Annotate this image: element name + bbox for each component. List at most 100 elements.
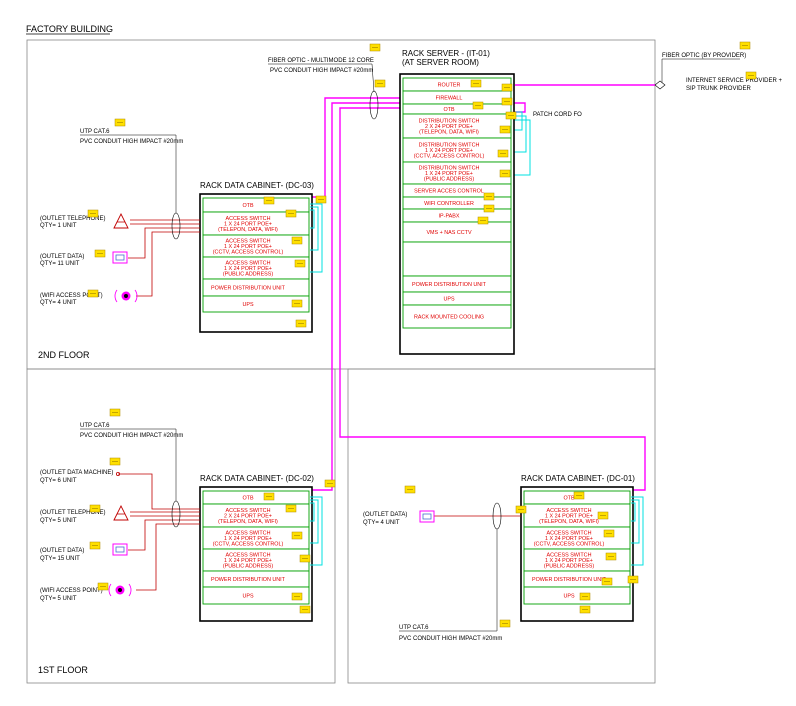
note-marker-icon (404, 485, 416, 494)
note-marker-icon (89, 504, 101, 513)
rack-row-label: ACCESS SWITCH (226, 530, 271, 536)
rack-row-label: OTB (242, 496, 253, 502)
f1-tel-label: (OUTLET TELEPHONE) (40, 510, 105, 516)
cabinet-uplinks (310, 203, 644, 566)
rack-row-label: ACCESS SWITCH (226, 260, 271, 266)
note-marker-icon (315, 195, 327, 204)
note-marker-icon (299, 554, 311, 563)
f1-wifi-cable (136, 523, 200, 591)
second-floor-frame (26, 39, 656, 370)
fiber-main-line1: FIBER OPTIC - MULTIMODE 12 CORE (268, 58, 374, 64)
note-marker-icon (477, 216, 489, 225)
uplink-b (512, 115, 527, 153)
f1-wifi-qty: QTY= 5 UNIT (40, 596, 77, 602)
dc02-uplink-b (310, 499, 319, 544)
fiber-to-dc02 (308, 102, 401, 491)
isp-fiber-label: FIBER OPTIC (BY PROVIDER) (662, 53, 746, 59)
floor-label-1st: 1ST FLOOR (38, 665, 88, 675)
rack-row (202, 490, 310, 505)
f1-wifi-access-point-icon (108, 583, 132, 597)
note-marker-icon (369, 43, 381, 52)
note-marker-icon (299, 605, 311, 614)
uplink-c (512, 119, 531, 176)
f1r-data-qty: QTY= 4 UNIT (363, 520, 400, 526)
note-marker-icon (579, 605, 591, 614)
rack-row-label: 1 X 24 PORT POE+ (425, 148, 473, 154)
f1-data-machine-outlet-icon (116, 471, 121, 476)
dc01-title: RACK DATA CABINET- (DC-01) (521, 474, 635, 483)
note-marker-icon (515, 505, 527, 514)
rack-row-label: ACCESS SWITCH (226, 238, 271, 244)
f2-wifi-access-point-icon (114, 289, 138, 303)
f2-wifi-label: (WIFI ACCESS POINT) (40, 293, 103, 299)
note-marker-icon (87, 289, 99, 298)
rack-row-label: ACCESS SWITCH (226, 508, 271, 514)
rack-row-label: POWER DISTRIBUTION UNIT (211, 577, 286, 583)
rack-row (402, 304, 512, 329)
rack-row (402, 291, 512, 306)
note-marker-icon (579, 592, 591, 601)
note-marker-icon (745, 71, 757, 80)
rack-row-label: (CCTV, ACCESS CONTROL) (534, 542, 605, 548)
f2-data-label: (OUTLET DATA) (40, 254, 84, 260)
fiber-backbone (308, 84, 655, 491)
f2-utp-line1: UTP CAT.6 (80, 129, 110, 135)
note-marker-icon (291, 299, 303, 308)
rack-row-label: 1 X 24 PORT POE+ (545, 536, 593, 542)
note-marker-icon (324, 479, 336, 488)
floor1-wiring (118, 473, 200, 591)
isp-line1: INTERNET SERVICE PROVIDER + (686, 78, 782, 84)
uplink-a (512, 111, 523, 131)
rack-row-label: DISTRIBUTION SWITCH (419, 142, 480, 148)
f1-telephone-outlet-icon (113, 504, 129, 521)
conduit-ellipse-main (369, 90, 379, 120)
diagram-title: FACTORY BUILDING (26, 24, 113, 34)
note-marker-icon (285, 209, 297, 218)
rack-row-label: DISTRIBUTION SWITCH (419, 165, 480, 171)
note-marker-icon (87, 209, 99, 218)
note-marker-icon (94, 249, 106, 258)
f1r-data-label: (OUTLET DATA) (363, 512, 407, 518)
dc03-uplink-a (310, 203, 323, 273)
f1-datamachine-label: (OUTLET DATA MACHINE) (40, 470, 113, 476)
rack-row-label: 1 X 24 PORT POE+ (224, 244, 272, 250)
rack-row-label: UPS (563, 594, 574, 600)
rack-row (402, 113, 512, 139)
rack-row-label: OTB (563, 496, 574, 502)
note-marker-icon (573, 491, 585, 500)
dc02-uplink-a (310, 496, 323, 566)
rack-row-label: OTB (443, 107, 454, 113)
server-uplinks (512, 111, 531, 176)
note-marker-icon (109, 457, 121, 466)
rack-row-label: IP-PABX (439, 214, 460, 220)
dc03-uplink-c (310, 209, 315, 229)
isp-line2: SIP TRUNK PROVIDER (686, 86, 751, 92)
patch-cord-label: PATCH CORD FO (533, 112, 582, 118)
f2-tel-qty: QTY= 1 UNIT (40, 223, 77, 229)
note-marker-icon (501, 97, 513, 106)
f1r-utp-line2: PVC CONDUIT HIGH IMPACT #20mm (399, 636, 502, 642)
note-marker-icon (497, 149, 509, 158)
f1-datamachine-qty: QTY= 6 UNIT (40, 478, 77, 484)
note-marker-icon (739, 41, 751, 50)
rack-row-label: FIREWALL (436, 96, 463, 102)
note-marker-icon (603, 529, 615, 538)
note-marker-icon (499, 619, 511, 628)
note-marker-icon (483, 192, 495, 201)
rack-row-label: ACCESS SWITCH (226, 216, 271, 222)
note-marker-icon (109, 408, 121, 417)
rack-row-label: 1 X 24 PORT POE+ (224, 536, 272, 542)
server-title: RACK SERVER - (IT-01) (402, 49, 490, 58)
f2-data-qty: QTY= 11 UNIT (40, 261, 80, 267)
dc03-uplink-b (310, 206, 319, 251)
dc02-uplink-c (310, 502, 315, 522)
floor-frames (26, 39, 656, 684)
note-marker-icon (501, 83, 513, 92)
floor2-wiring (128, 219, 200, 297)
note-marker-icon (294, 259, 306, 268)
dc02-title: RACK DATA CABINET- (DC-02) (200, 474, 314, 483)
f1-data-outlet-icon (112, 543, 128, 556)
note-marker-icon (291, 531, 303, 540)
f2-data-cable (128, 227, 200, 259)
